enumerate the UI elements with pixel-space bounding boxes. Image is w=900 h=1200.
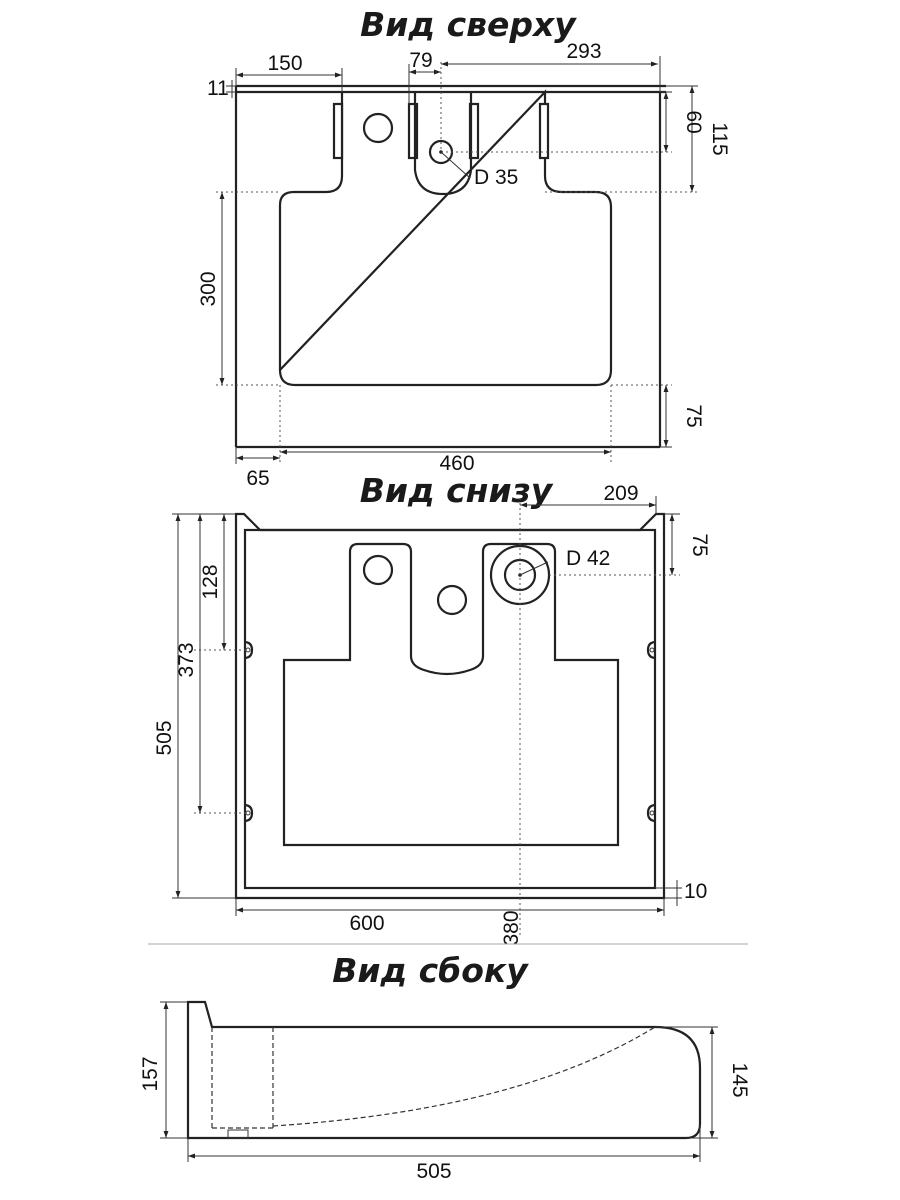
side-view-title: Вид сбоку (332, 951, 529, 990)
dim-label-145: 145 (728, 1062, 751, 1097)
mount-lug-left-lower (243, 803, 254, 823)
tap-hole (436, 584, 468, 616)
leader-d42 (519, 561, 549, 576)
side-view: Вид сбоку 157 145 505 (139, 951, 751, 1183)
drain-channel (413, 92, 473, 196)
bowl-outline (278, 89, 613, 387)
dim-label-d42: D 42 (566, 547, 610, 570)
mount-hole (245, 647, 251, 653)
bottom-inner-frame (243, 528, 657, 890)
dim-label-128: 128 (199, 564, 222, 599)
bottom-view-title: Вид снизу (360, 471, 554, 510)
top-view-dimensions (216, 56, 698, 464)
dim-label-460: 460 (439, 452, 474, 475)
dim-label-65: 65 (246, 467, 269, 490)
side-view-dimensions (160, 1001, 718, 1162)
dim-label-157: 157 (139, 1056, 162, 1091)
dim-label-75-bottom: 75 (688, 533, 711, 556)
dim-label-505-side: 505 (416, 1160, 451, 1183)
dim-label-150: 150 (267, 52, 302, 75)
dim-label-380: 380 (500, 910, 523, 945)
bottom-view-dimensions (172, 496, 682, 938)
dim-label-75: 75 (682, 404, 705, 427)
mount-hole (649, 647, 655, 653)
mount-hole (245, 810, 251, 816)
hidden-bowl-curve (272, 1026, 656, 1127)
top-view-title: Вид сверху (360, 5, 577, 44)
dim-label-115: 115 (708, 122, 731, 155)
dim-label-209: 209 (603, 482, 638, 505)
bottom-view: Вид снизу (153, 471, 711, 946)
bottom-outer-body (234, 512, 666, 900)
mount-hole (649, 810, 655, 816)
overflow-hole-bottom (362, 554, 394, 586)
dim-label-60: 60 (682, 110, 705, 133)
mount-lug-right-upper (646, 640, 657, 660)
dim-label-d35: D 35 (474, 166, 518, 189)
dim-label-300: 300 (197, 271, 220, 306)
top-view: Вид сверху (197, 5, 731, 490)
underside-recess (282, 542, 620, 847)
center-left-slot (407, 102, 419, 160)
left-slot (332, 102, 344, 160)
mount-lug-left-upper (243, 640, 254, 660)
top-view-outline (234, 84, 666, 449)
dim-label-600: 600 (349, 912, 384, 935)
dim-label-79: 79 (409, 49, 432, 72)
leader-d35 (440, 151, 471, 179)
mount-lug-right-lower (646, 803, 657, 823)
mount-block (227, 1129, 249, 1139)
dim-label-373: 373 (175, 642, 198, 677)
dim-label-11: 11 (207, 77, 229, 100)
side-profile (186, 1000, 702, 1140)
dim-label-10: 10 (684, 880, 707, 903)
dim-label-293: 293 (566, 40, 601, 63)
dim-label-505: 505 (153, 720, 176, 755)
right-slot (538, 102, 550, 160)
overflow-hole (362, 112, 394, 144)
